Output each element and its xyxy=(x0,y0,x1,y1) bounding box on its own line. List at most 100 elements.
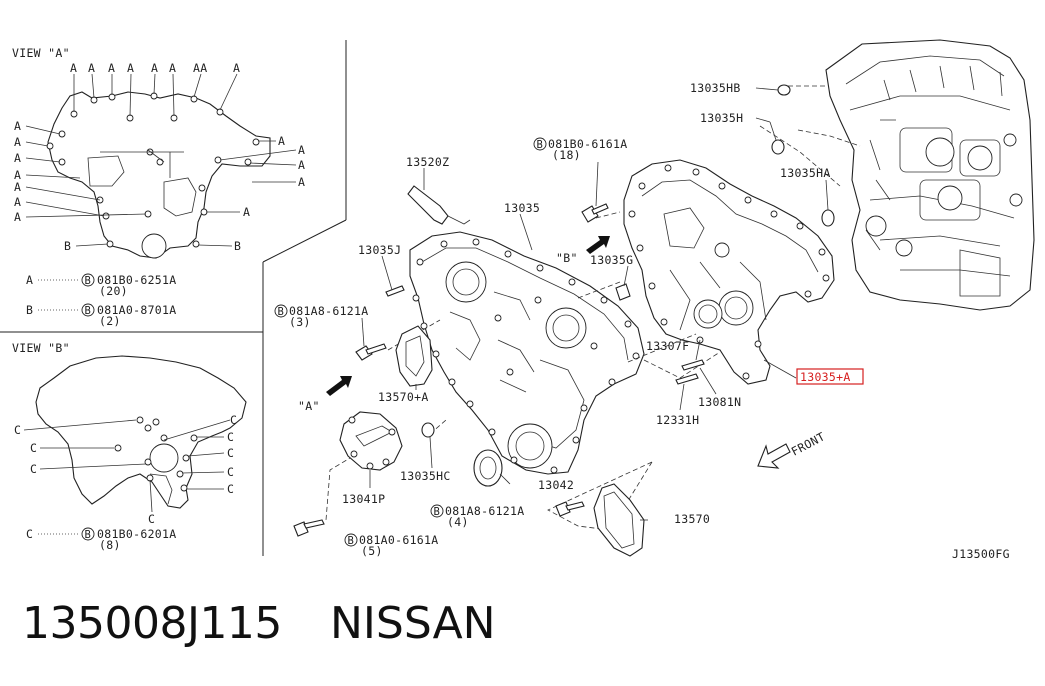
view-a-left-letter: A xyxy=(14,151,21,165)
view-b-letter: C xyxy=(30,462,37,476)
front-arrow-icon xyxy=(757,443,791,469)
label-13035h: 13035H xyxy=(700,111,743,125)
highlight-box xyxy=(796,368,864,385)
oil-seal xyxy=(473,449,503,487)
view-b-cover-outline xyxy=(35,355,247,509)
label-081a0: 081A0-6161A xyxy=(359,533,438,547)
view-a-left-letter: A xyxy=(14,210,21,224)
front-timing-cover xyxy=(409,231,645,475)
view-a-left-letter: A xyxy=(14,168,21,182)
label-13035g: 13035G xyxy=(590,253,633,267)
legend-qty: (2) xyxy=(99,314,121,328)
label-13035ha: 13035HA xyxy=(780,166,831,180)
view-b-panel: VIEW "B" C C C C C C C C xyxy=(12,341,247,552)
view-a-right-letter: A xyxy=(278,134,285,148)
gasket-13570a xyxy=(395,325,433,387)
view-b-letter: C xyxy=(230,413,237,427)
bolt-circle-label: B xyxy=(537,139,544,151)
legend-key: B xyxy=(26,303,33,317)
legend-key: C xyxy=(26,527,33,541)
oil-pump-cover xyxy=(339,411,403,471)
label-13042: 13042 xyxy=(538,478,574,492)
direction-arrows xyxy=(326,236,791,469)
bolt-circle-label: B xyxy=(434,506,441,518)
label-view-b-mark: "B" xyxy=(556,251,578,265)
label-leaders xyxy=(361,87,829,521)
view-a-left-letter: A xyxy=(14,195,21,209)
view-a-top-letter: A xyxy=(151,61,158,75)
view-a-right-letter: A xyxy=(298,158,305,172)
label-12331h: 12331H xyxy=(656,413,699,427)
view-b-letter: C xyxy=(14,423,21,437)
view-a-top-letter: A xyxy=(169,61,176,75)
view-a-b-letter: B xyxy=(64,239,71,253)
view-a-cover-outline xyxy=(47,91,271,259)
label-081a8-top: 081A8-6121A xyxy=(289,304,368,318)
legend-part: 081B0-6201A xyxy=(97,527,176,541)
view-a-top-letter: A xyxy=(233,61,240,75)
panel-borders xyxy=(0,40,347,556)
view-b-letter: C xyxy=(227,430,234,444)
legend-key: A xyxy=(26,273,33,287)
view-a-right-letter: A xyxy=(243,205,250,219)
diagram-code: J13500FG xyxy=(952,547,1010,561)
brand-title: NISSAN xyxy=(330,598,496,649)
label-13520z: 13520Z xyxy=(406,155,449,169)
bolt-circle-label: B xyxy=(85,305,92,317)
view-b-letter: C xyxy=(30,441,37,455)
label-13035a-highlighted: 13035+A xyxy=(800,370,851,384)
label-13035hb: 13035HB xyxy=(690,81,741,95)
main-exploded-view: 13520Z 13035 13035J B 081A8-6121A (3) 13… xyxy=(274,39,1035,561)
view-a-top-letter: A xyxy=(70,61,77,75)
label-081a8-top-qty: (3) xyxy=(289,315,311,329)
label-13035hc: 13035HC xyxy=(400,469,451,483)
legend-part: 081B0-6251A xyxy=(97,273,176,287)
engine-block-illustration xyxy=(825,39,1035,311)
label-13570a: 13570+A xyxy=(378,390,429,404)
gasket-13570 xyxy=(593,483,645,557)
view-a-panel: VIEW "A" xyxy=(12,46,305,328)
view-a-top-letter: A xyxy=(108,61,115,75)
view-a-b-letter: B xyxy=(234,239,241,253)
bolt-circle-label: B xyxy=(278,306,285,318)
view-a-right-letter: A xyxy=(298,175,305,189)
rear-timing-cover xyxy=(623,159,835,385)
legend-part: 081A0-8701A xyxy=(97,303,176,317)
view-b-letter: C xyxy=(227,482,234,496)
view-a-top-letter: A xyxy=(127,61,134,75)
view-a-right-letter: A xyxy=(298,143,305,157)
label-13307f: 13307F xyxy=(646,339,689,353)
view-a-left-letter: A xyxy=(14,119,21,133)
label-13035: 13035 xyxy=(504,201,540,215)
label-081b0-qty: (18) xyxy=(552,148,581,162)
label-081a0-qty: (5) xyxy=(361,544,383,558)
view-a-left-letter: A xyxy=(14,180,21,194)
label-081a8-bot: 081A8-6121A xyxy=(445,504,524,518)
view-a-title: VIEW "A" xyxy=(12,46,70,60)
projection-lines xyxy=(325,85,861,531)
o-rings xyxy=(421,84,835,438)
fasteners xyxy=(293,203,705,537)
label-13081n: 13081N xyxy=(698,395,741,409)
label-13035j: 13035J xyxy=(358,243,401,257)
view-a-top-letter: A xyxy=(88,61,95,75)
legend-qty: (8) xyxy=(99,538,121,552)
legend-qty: (20) xyxy=(99,284,128,298)
view-b-letter: C xyxy=(227,446,234,460)
label-081a8-bot-qty: (4) xyxy=(447,515,469,529)
tube-13520z xyxy=(407,185,471,225)
view-b-letter: C xyxy=(148,512,155,526)
view-a-top-letter: AA xyxy=(193,61,207,75)
view-a-arrow-icon xyxy=(326,376,352,396)
bolt-circle-label: B xyxy=(85,529,92,541)
bolt-circle-label: B xyxy=(85,275,92,287)
label-front: FRONT xyxy=(789,429,827,458)
label-081b0: 081B0-6161A xyxy=(548,137,627,151)
view-b-arrow-icon xyxy=(586,236,610,254)
view-b-title: VIEW "B" xyxy=(12,341,70,355)
label-view-a-mark: "A" xyxy=(298,399,320,413)
part-number-title: 135008J115 xyxy=(22,598,282,649)
part-labels: 13520Z 13035 13035J B 081A8-6121A (3) 13… xyxy=(274,81,1010,561)
bolt-circle-label: B xyxy=(348,535,355,547)
view-b-letter: C xyxy=(227,465,234,479)
